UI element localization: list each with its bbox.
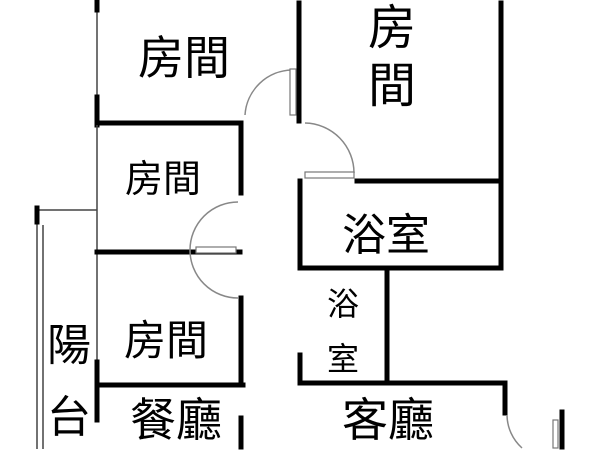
room-label-dining: 餐廳 xyxy=(130,393,222,447)
room-label-bedroom: 房間 xyxy=(124,316,208,365)
door-panel xyxy=(289,68,297,116)
door-panel xyxy=(195,246,237,254)
room-label-bedroom: 房間 xyxy=(138,31,230,85)
room-label-bedroom: 間 xyxy=(368,58,416,114)
room-label-balcony: 台 xyxy=(47,392,91,443)
walls xyxy=(34,0,565,450)
room-label-balcony: 陽 xyxy=(47,320,91,371)
room-label-living: 客廳 xyxy=(342,393,434,447)
room-labels: 房間 房 間 房間 房間 浴室 浴 室 陽 台 餐廳 客廳 xyxy=(47,0,434,447)
room-label-bedroom: 房 xyxy=(368,0,416,56)
room-label-bathroom: 室 xyxy=(327,340,359,378)
door-panel xyxy=(304,171,355,179)
room-label-bedroom: 房間 xyxy=(125,157,201,201)
door-swing xyxy=(189,201,239,299)
doors xyxy=(189,68,559,449)
door-panel xyxy=(552,419,559,449)
door-swing xyxy=(506,414,523,449)
room-label-bathroom: 浴室 xyxy=(342,210,430,261)
door-swing xyxy=(304,122,355,174)
door-swing xyxy=(244,69,293,116)
room-label-bathroom: 浴 xyxy=(327,285,359,323)
